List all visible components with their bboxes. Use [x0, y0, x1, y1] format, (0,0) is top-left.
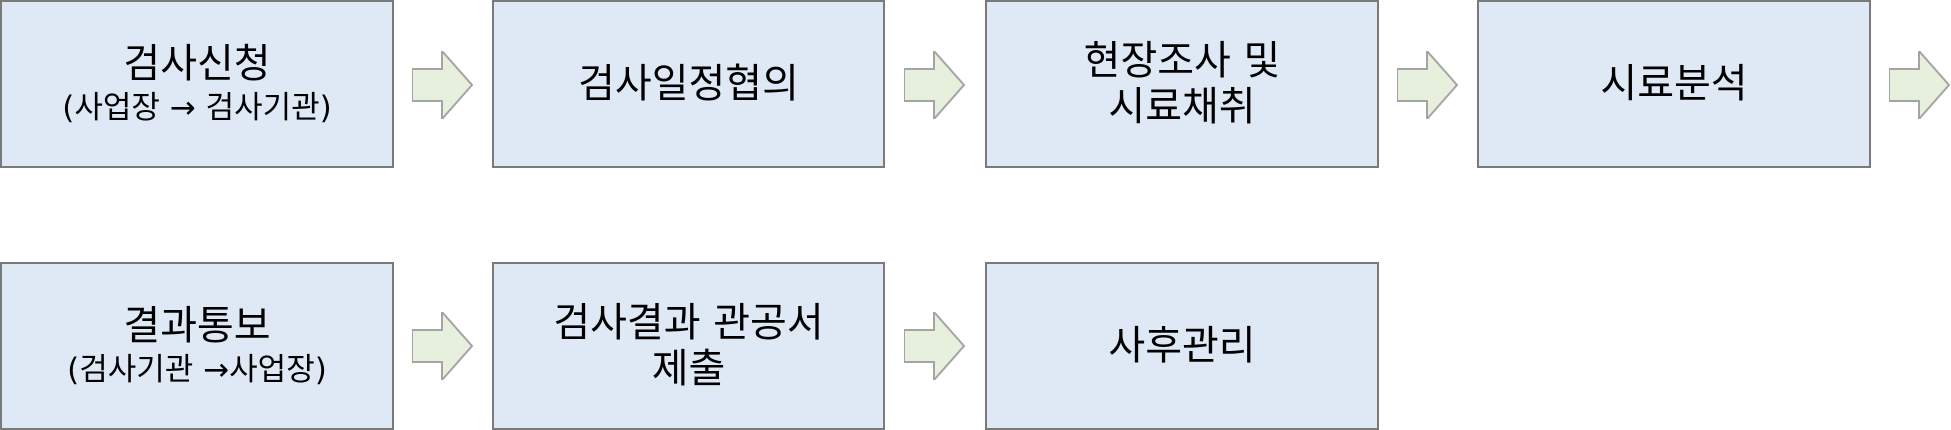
- step-box-follow-up-management: 사후관리: [985, 262, 1379, 430]
- right-arrow-icon: [412, 312, 474, 380]
- step-subtitle: (사업장 → 검사기관): [62, 90, 332, 127]
- step-box-schedule-consultation: 검사일정협의: [492, 0, 885, 168]
- step-title-line2: 제출: [651, 346, 726, 392]
- step-title: 검사신청: [123, 41, 271, 88]
- right-arrow-icon: [904, 312, 966, 380]
- right-arrow-icon: [1889, 51, 1951, 119]
- right-arrow-icon: [904, 51, 966, 119]
- step-subtitle: (검사기관 →사업장): [67, 352, 327, 389]
- step-title: 사후관리: [1108, 323, 1256, 369]
- right-arrow-icon: [1397, 51, 1459, 119]
- step-box-submit-to-authority: 검사결과 관공서 제출: [492, 262, 885, 430]
- step-box-field-survey-sampling: 현장조사 및 시료채취: [985, 0, 1379, 168]
- step-title: 결과통보: [123, 303, 271, 350]
- step-box-result-notification: 결과통보 (검사기관 →사업장): [0, 262, 394, 430]
- step-title-line2: 시료채취: [1108, 84, 1256, 130]
- step-title: 검사결과 관공서: [553, 300, 824, 346]
- step-box-inspection-request: 검사신청 (사업장 → 검사기관): [0, 0, 394, 168]
- right-arrow-icon: [412, 51, 474, 119]
- step-title: 시료분석: [1600, 61, 1748, 107]
- step-title: 검사일정협의: [578, 61, 799, 107]
- step-box-sample-analysis: 시료분석: [1477, 0, 1871, 168]
- step-title: 현장조사 및: [1083, 38, 1281, 84]
